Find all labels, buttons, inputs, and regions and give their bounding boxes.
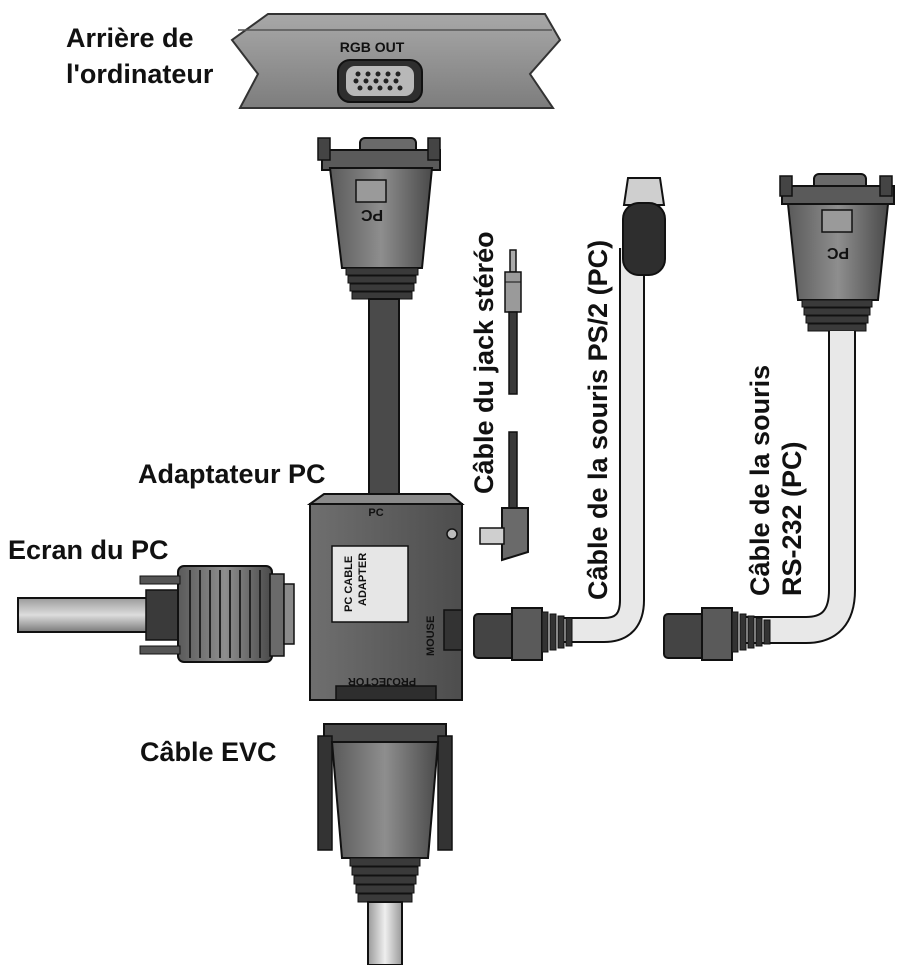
evc-cable-label: Câble EVC (140, 737, 277, 767)
rs232-cable (742, 331, 856, 644)
pc-screen-cable (17, 589, 181, 641)
pc-cable-adapter: PC PC CABLE ADAPTER MOUSE PROJECTOR (306, 493, 465, 701)
computer-back-panel: RGB OUT (230, 13, 562, 109)
adapter-projector-port-label: PROJECTOR (348, 675, 416, 687)
evc-connector (317, 723, 453, 903)
computer-back-label-line-2: l'ordinateur (66, 59, 214, 89)
computer-back-label-line-1: Arrière de (66, 23, 194, 53)
pc-cable-top (368, 298, 400, 501)
adapter-pc-port-label: PC (368, 507, 383, 519)
pc-screen-connector (139, 565, 295, 663)
ps2-plug (473, 607, 573, 661)
adapter-sticker-line-1: PC CABLE (343, 556, 355, 612)
rs232-mouse-cable-label-line-1: Câble de la souris (745, 364, 775, 596)
stereo-jack-socket (479, 431, 529, 562)
adapter-mouse-port-label: MOUSE (425, 616, 437, 656)
ps2-mouse-cable-label: Câble de la souris PS/2 (PC) (583, 239, 613, 600)
stereo-jack-plug (504, 249, 522, 395)
rgb-out-label: RGB OUT (340, 39, 405, 55)
pc-screen-label: Ecran du PC (8, 535, 169, 565)
adapter-sticker-line-2: ADAPTER (357, 553, 369, 606)
stereo-jack-cable-label: Câble du jack stéréo (469, 231, 499, 494)
vga-connector-top: PC (317, 137, 441, 300)
rs232-plug (663, 607, 771, 661)
rs232-pc-mark: PC (826, 244, 849, 261)
ps2-cable (560, 177, 666, 643)
rs232-mouse-cable-label-line-2: RS-232 (PC) (777, 441, 807, 596)
vga-top-pc-mark: PC (360, 206, 383, 223)
rs232-connector: PC (779, 173, 895, 332)
evc-cable (367, 901, 403, 966)
pc-adapter-label: Adaptateur PC (138, 459, 326, 489)
